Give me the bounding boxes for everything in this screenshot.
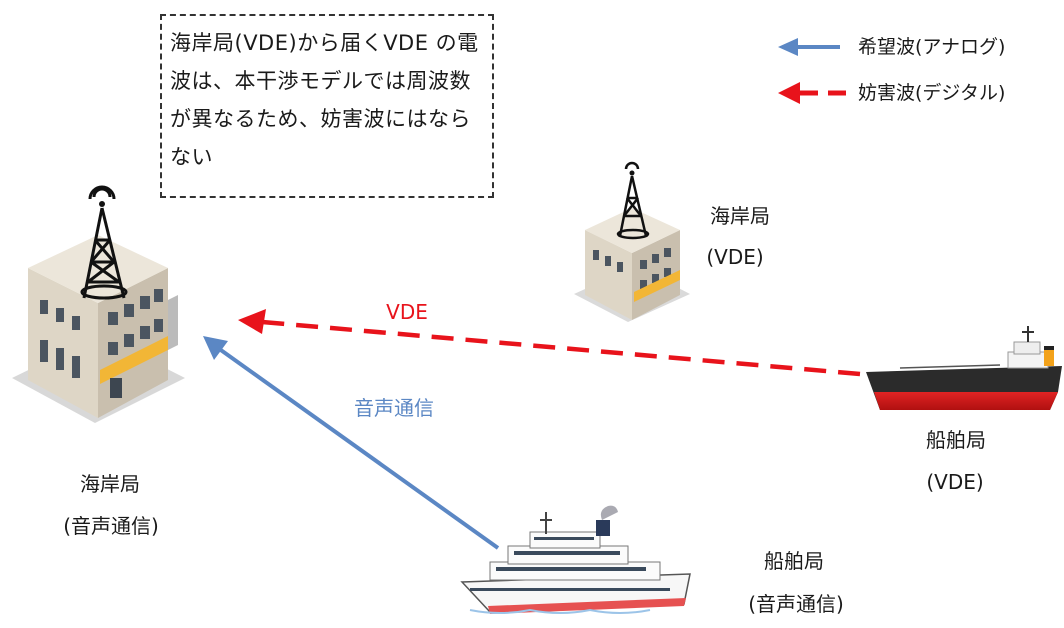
coast-station-vde-building-icon <box>574 161 690 322</box>
vde-link-label: VDE <box>386 300 428 324</box>
ship-vde-name: 船舶局 <box>926 428 986 452</box>
coast-station-voice-sub: (音声通信) <box>63 514 159 538</box>
coast-station-vde-sub: (VDE) <box>706 245 764 269</box>
vde-interference-link <box>238 309 861 377</box>
voice-link-label: 音声通信 <box>354 396 434 420</box>
coast-station-voice-name: 海岸局 <box>80 472 140 496</box>
voice-wanted-link <box>203 336 500 550</box>
legend-interference-label: 妨害波(デジタル) <box>858 82 1006 104</box>
legend-interference-arrow <box>778 82 846 104</box>
frequency-note-box: 海岸局(VDE)から届くVDE の電波は、本干渉モデルでは周波数が異なるため、妨… <box>160 14 494 198</box>
legend-wanted-label: 希望波(アナログ) <box>858 36 1006 58</box>
legend-wanted-arrow <box>778 38 840 56</box>
ship-vde-sub: (VDE) <box>926 470 984 494</box>
ship-voice-passenger-icon <box>460 505 691 614</box>
coast-station-voice-building-icon <box>12 185 185 423</box>
ship-voice-name: 船舶局 <box>764 549 824 573</box>
coast-station-vde-name: 海岸局 <box>710 204 770 228</box>
ship-voice-sub: (音声通信) <box>748 592 844 616</box>
ship-vde-tanker-icon <box>866 326 1062 410</box>
